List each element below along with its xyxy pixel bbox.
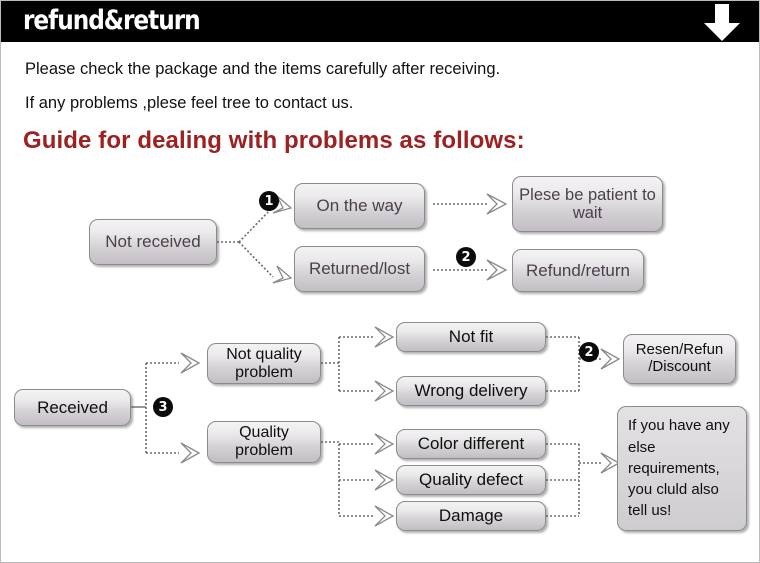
box-not-fit[interactable]: Not fit xyxy=(396,322,546,352)
badge-step-2-bottom: 2 xyxy=(579,342,599,362)
intro-line-1: Please check the package and the items c… xyxy=(25,60,501,78)
badge-step-2-top: 2 xyxy=(456,247,476,267)
box-on-the-way[interactable]: On the way xyxy=(294,183,425,229)
box-plese-be-patient[interactable]: Plese be patient to wait xyxy=(512,176,663,232)
page-title: refund&return xyxy=(23,5,201,36)
box-not-quality-problem[interactable]: Not quality problem xyxy=(207,343,321,384)
box-other-requirements[interactable]: If you have any else requirements, you c… xyxy=(617,406,747,531)
box-damage[interactable]: Damage xyxy=(396,501,546,531)
badge-step-1: 1 xyxy=(259,191,279,211)
box-refund-return[interactable]: Refund/return xyxy=(512,249,644,292)
badge-step-3: 3 xyxy=(153,397,173,417)
box-returned-lost[interactable]: Returned/lost xyxy=(294,246,425,292)
guide-heading: Guide for dealing with problems as follo… xyxy=(23,127,525,154)
box-wrong-delivery[interactable]: Wrong delivery xyxy=(396,376,546,406)
page-header: refund&return xyxy=(1,1,759,42)
down-arrow-icon xyxy=(704,4,740,41)
box-resend-refund-discount[interactable]: Resen/Refun /Discount xyxy=(623,334,736,384)
intro-line-2: If any problems ,plese feel tree to cont… xyxy=(25,94,354,112)
box-not-received[interactable]: Not received xyxy=(89,219,217,265)
box-quality-defect[interactable]: Quality defect xyxy=(396,465,546,495)
box-quality-problem[interactable]: Quality problem xyxy=(207,421,321,463)
box-received[interactable]: Received xyxy=(14,389,131,426)
box-color-different[interactable]: Color different xyxy=(396,429,546,459)
